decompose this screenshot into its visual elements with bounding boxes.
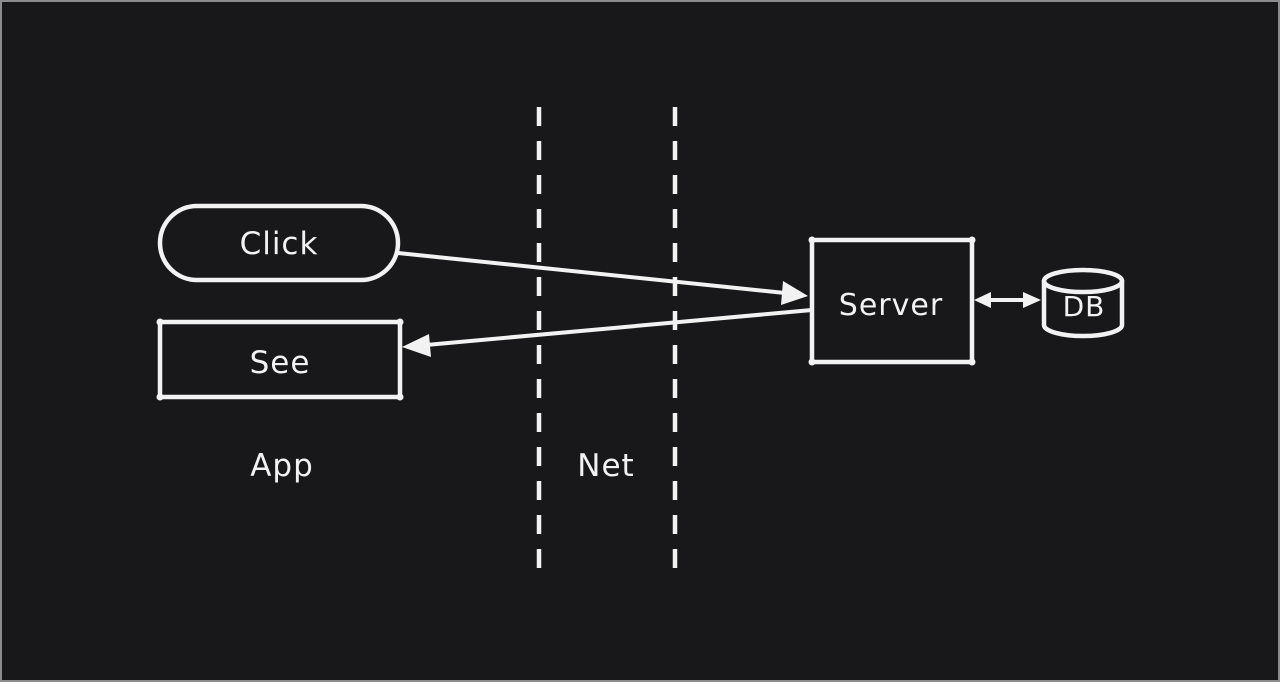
edge-server-to-see-line bbox=[424, 308, 814, 347]
node-db: DB bbox=[1041, 267, 1125, 339]
edge-server-to-see bbox=[402, 308, 814, 357]
edge-server-db-double-arrow bbox=[974, 292, 1041, 308]
node-see: See bbox=[156, 318, 404, 401]
see-label: See bbox=[250, 345, 311, 381]
server-corner-nub bbox=[808, 358, 816, 366]
see-corner-nub bbox=[156, 318, 164, 326]
arrowhead-toward-server-icon bbox=[974, 292, 991, 308]
server-label: Server bbox=[839, 288, 943, 323]
db-label: DB bbox=[1063, 290, 1106, 323]
server-rect-shape bbox=[809, 237, 975, 365]
db-cylinder-body bbox=[1041, 278, 1125, 339]
server-corner-nub bbox=[968, 358, 976, 366]
node-click: Click bbox=[157, 203, 401, 283]
app-zone-label: App bbox=[250, 448, 314, 484]
arrowhead-toward-db-icon bbox=[1023, 292, 1041, 308]
see-corner-nub bbox=[156, 393, 164, 401]
see-corner-nub bbox=[396, 393, 404, 401]
net-zone-label: Net bbox=[577, 448, 634, 484]
click-label: Click bbox=[240, 226, 319, 262]
server-corner-nub bbox=[968, 236, 976, 244]
see-rect-shape bbox=[157, 319, 403, 400]
server-corner-nub bbox=[808, 236, 816, 244]
see-corner-nub bbox=[396, 318, 404, 326]
arrowhead-into-see-icon bbox=[402, 334, 431, 357]
node-server: Server bbox=[808, 236, 976, 366]
arrowhead-into-server-icon bbox=[781, 281, 808, 305]
edge-click-to-server-line bbox=[396, 251, 787, 295]
click-pill-shape bbox=[157, 203, 401, 283]
edge-click-to-server bbox=[396, 251, 808, 305]
db-cylinder-top bbox=[1041, 267, 1125, 295]
